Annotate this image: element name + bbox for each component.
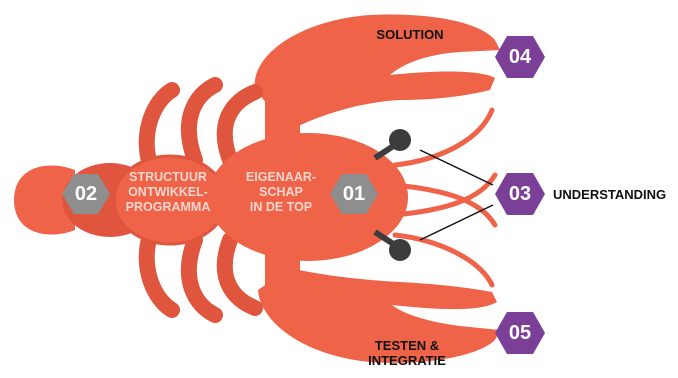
stage-04-label: SOLUTION (376, 27, 444, 42)
stage-03-label: UNDERSTANDING (553, 187, 667, 202)
hexagon-02 (62, 174, 110, 214)
stage-05-number: 05 (508, 322, 532, 344)
connector-lines (419, 149, 494, 241)
antennae (392, 107, 498, 288)
legs (138, 77, 223, 323)
stage-01-label: EIGENAAR- SCHAP IN DE TOP (245, 170, 317, 214)
stage-03-number: 03 (508, 183, 532, 205)
hexagon-05 (495, 312, 545, 354)
stage-02-number: 02 (74, 183, 98, 205)
stage-04-number: 04 (508, 46, 532, 68)
stage-02-label: STRUCTUUR ONTWIKKEL- PROGRAMMA (125, 170, 211, 214)
hexagon-01 (330, 174, 378, 214)
stage-01-number: 01 (342, 183, 366, 205)
hexagon-04 (495, 36, 545, 78)
upper-claw (254, 14, 500, 150)
stage-05-label: TESTEN & INTEGRATIE (368, 338, 446, 368)
eyes (373, 129, 411, 261)
lower-claw (258, 250, 500, 363)
hexagon-03 (495, 173, 545, 215)
lobster-body (208, 133, 408, 261)
